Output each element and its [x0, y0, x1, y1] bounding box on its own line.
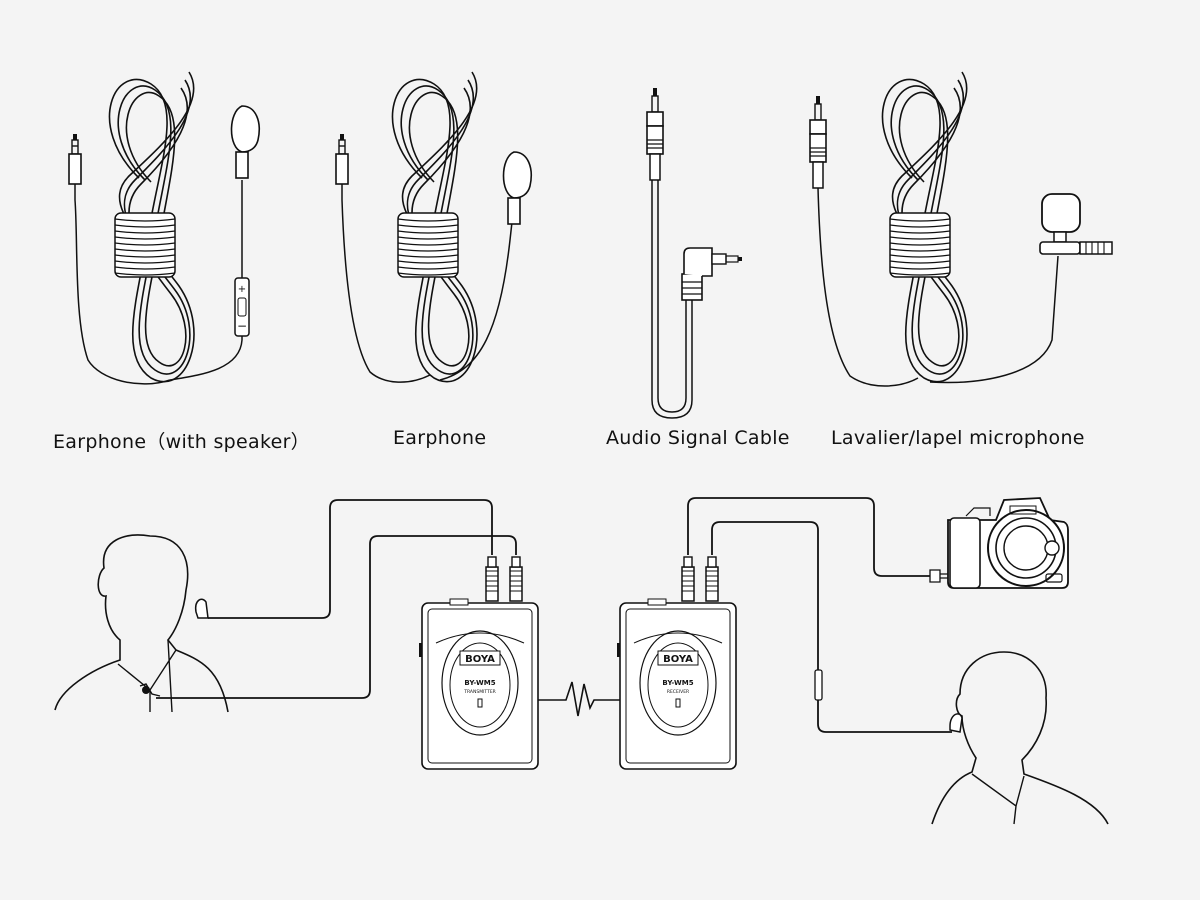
inline-remote-icon: + −: [234, 277, 250, 337]
transmitter-device: BOYA BY-WM5 TRANSMITTER: [418, 556, 539, 770]
camera-icon: [929, 497, 1069, 589]
svg-text:−: −: [237, 319, 247, 333]
lavalier-mic-icon: [1039, 193, 1113, 255]
label-lavalier-microphone: Lavalier/lapel microphone: [831, 427, 1085, 449]
earphone-icon: [230, 105, 261, 179]
transmitter-role: TRANSMITTER: [463, 689, 496, 695]
receiver-brand: BOYA: [663, 654, 693, 665]
earphone-icon: [502, 151, 533, 225]
receiver-model: BY-WM5: [662, 679, 693, 687]
earphone-icon: [949, 713, 963, 733]
jack-plug-icon: [809, 96, 827, 189]
audio-signal-cable-illustration: [646, 88, 742, 419]
transmitter-brand: BOYA: [465, 654, 495, 665]
receiver-device: BOYA BY-WM5 RECEIVER: [616, 556, 737, 770]
connection-cables: [156, 497, 952, 733]
label-earphone: Earphone: [393, 427, 487, 449]
lavalier-microphone-illustration: [809, 71, 1113, 387]
receiver-role: RECEIVER: [667, 689, 689, 695]
jack-plug-icon: [68, 133, 82, 185]
earphone-icon: [194, 598, 209, 619]
person-silhouette-icon: [54, 534, 229, 713]
earphone-with-speaker-illustration: + −: [68, 71, 261, 385]
wireless-signal-icon: [538, 681, 620, 717]
jack-plug-icon: [646, 88, 664, 181]
label-audio-signal-cable: Audio Signal Cable: [606, 427, 790, 449]
jack-plug-icon: [335, 133, 349, 185]
svg-text:+: +: [238, 284, 246, 295]
transmitter-model: BY-WM5: [464, 679, 495, 687]
person-silhouette-icon: [931, 651, 1109, 825]
label-earphone-with-speaker: Earphone（with speaker）: [53, 431, 310, 453]
earphone-illustration: [335, 71, 533, 383]
right-angle-jack-icon: [681, 247, 742, 301]
